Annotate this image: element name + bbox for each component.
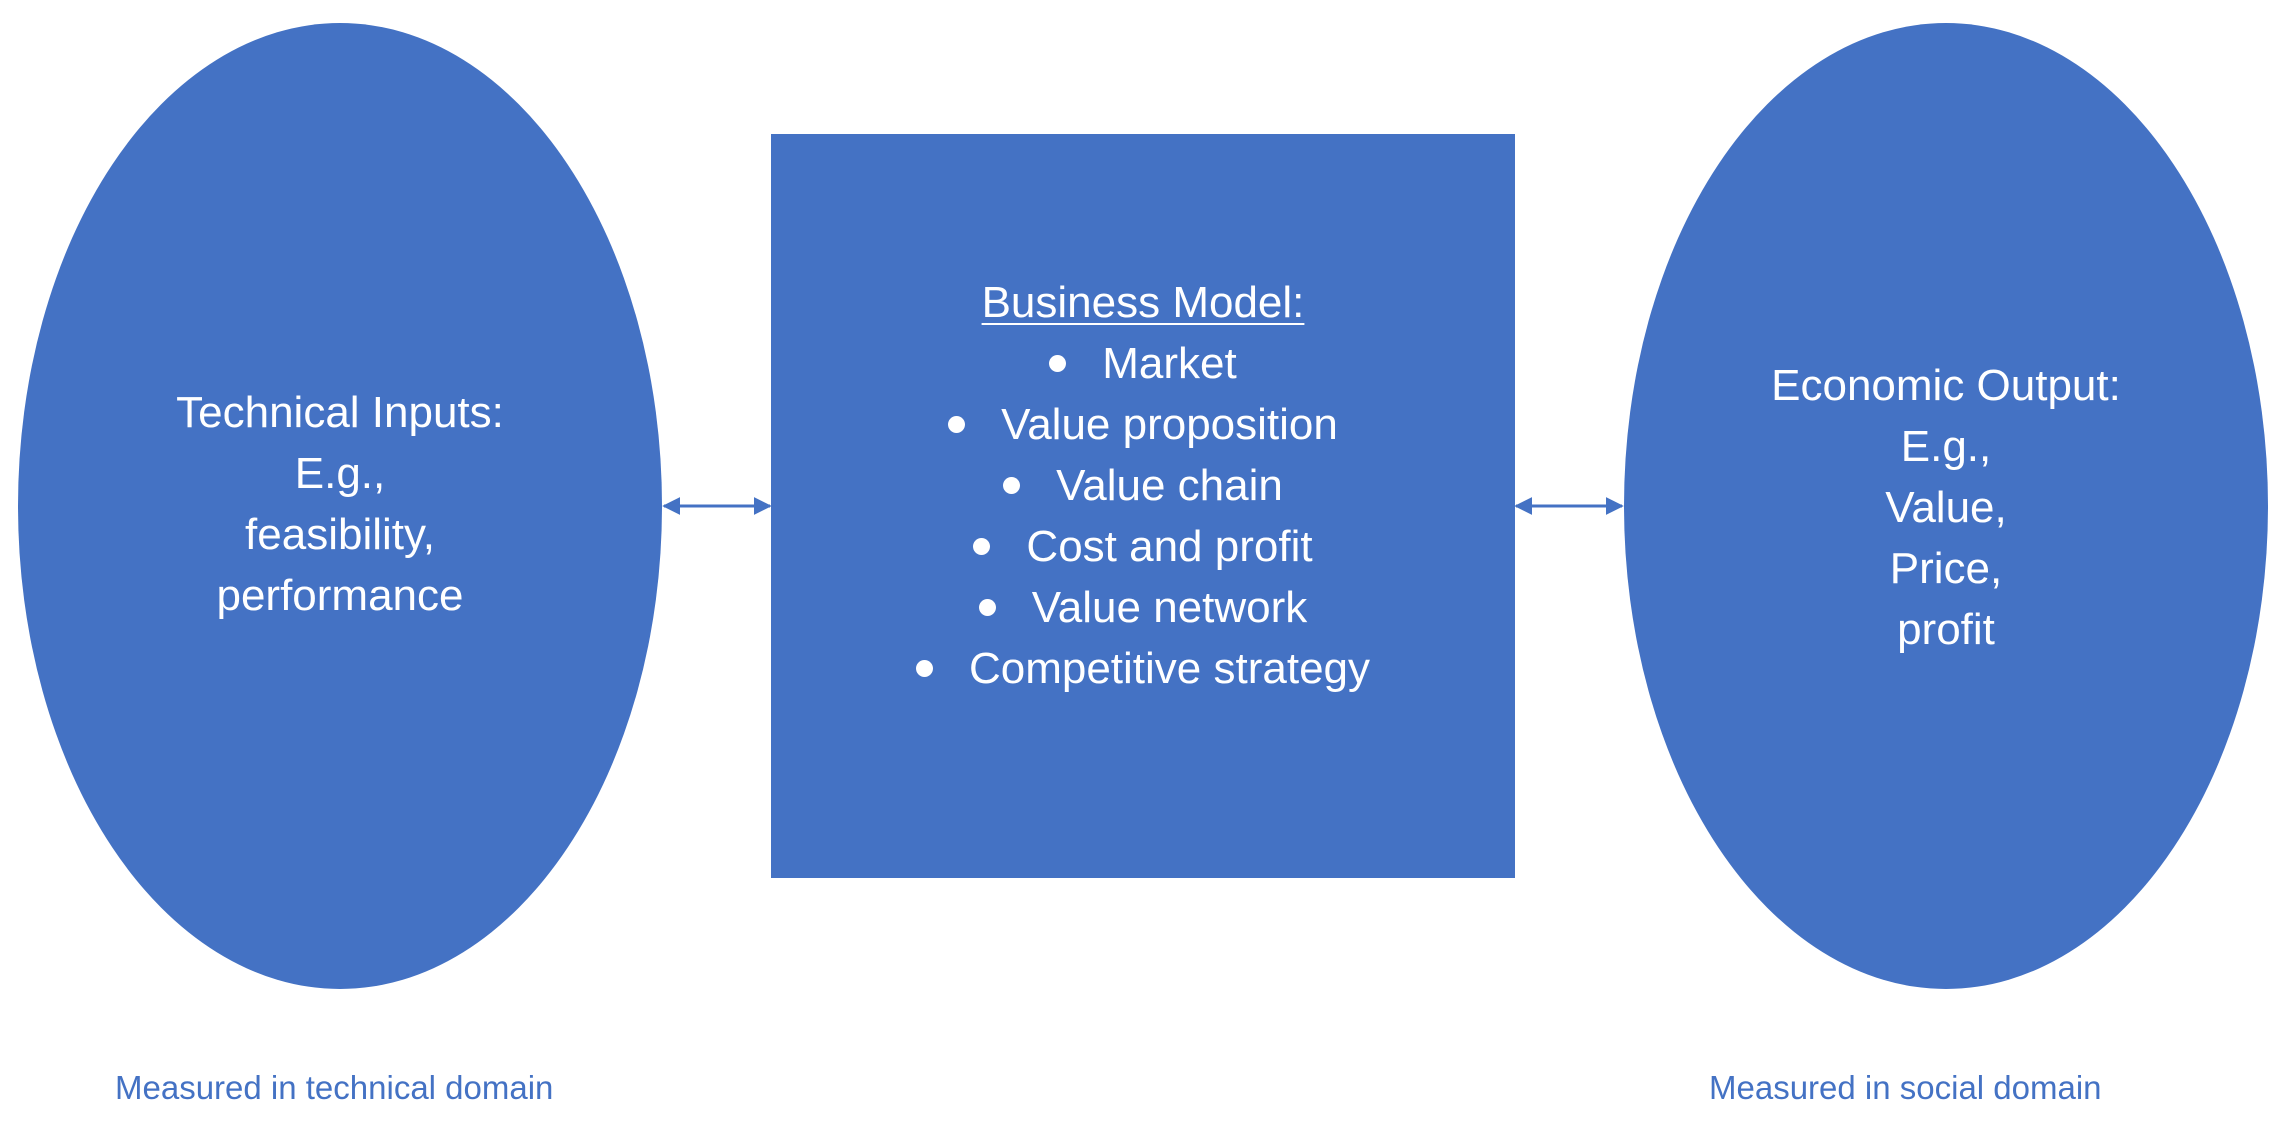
business-model-text: Business Model: Market Value proposition… <box>771 272 1515 699</box>
business-model-list: Market Value proposition Value chain Cos… <box>915 333 1371 699</box>
list-item: Value network <box>978 577 1308 638</box>
technical-inputs-line: feasibility, <box>245 510 435 559</box>
list-item: Market <box>1049 333 1237 394</box>
technical-inputs-line: performance <box>216 571 464 620</box>
list-item: Competitive strategy <box>915 638 1371 699</box>
list-item: Value chain <box>1003 455 1283 516</box>
bullet-icon <box>1003 477 1021 494</box>
bullet-icon <box>978 599 996 616</box>
social-domain-caption: Measured in social domain <box>1709 1069 2102 1106</box>
technical-domain-caption: Measured in technical domain <box>115 1069 554 1106</box>
economic-output-ellipse <box>1624 23 2268 989</box>
economic-output-line: Value, <box>1885 483 2007 532</box>
list-item-label: Value proposition <box>1001 400 1338 449</box>
bullet-icon <box>1049 355 1067 372</box>
bullet-icon <box>948 416 966 433</box>
bullet-icon <box>915 660 933 677</box>
economic-output-line: Price, <box>1889 544 2003 593</box>
list-item: Cost and profit <box>973 516 1313 577</box>
business-model-title: Business Model: <box>981 278 1305 327</box>
economic-output-text: Economic Output: E.g., Value, Price, pro… <box>1624 355 2268 660</box>
list-item-label: Cost and profit <box>1026 522 1313 571</box>
economic-output-heading: Economic Output: <box>1771 361 2121 410</box>
technical-inputs-ellipse <box>18 23 662 989</box>
list-item-label: Value network <box>1031 583 1308 632</box>
economic-output-line: profit <box>1897 605 1995 654</box>
technical-inputs-text: Technical Inputs: E.g., feasibility, per… <box>18 382 662 626</box>
economic-output-line: E.g., <box>1900 422 1992 471</box>
list-item-label: Market <box>1102 339 1237 388</box>
technical-inputs-heading: Technical Inputs: <box>176 388 504 437</box>
list-item: Value proposition <box>948 394 1338 455</box>
business-model-box <box>771 134 1515 878</box>
list-item-label: Competitive strategy <box>968 644 1371 693</box>
bullet-icon <box>973 538 991 555</box>
list-item-label: Value chain <box>1056 461 1283 510</box>
technical-inputs-line: E.g., <box>294 449 386 498</box>
